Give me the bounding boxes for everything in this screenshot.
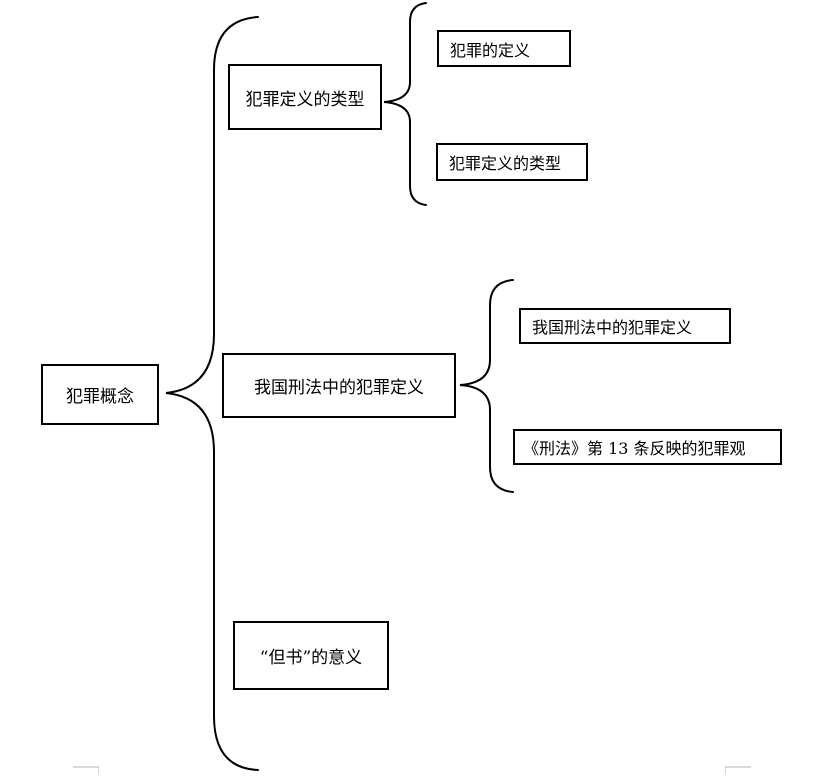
node-article-13-view-label: 《刑法》第 13 条反映的犯罪观 (523, 439, 746, 458)
node-china-criminal-law-definition-label: 我国刑法中的犯罪定义 (254, 378, 424, 398)
node-article-13-view: 《刑法》第 13 条反映的犯罪观 (513, 429, 782, 465)
node-definition-types: 犯罪定义的类型 (228, 64, 382, 130)
root-node: 犯罪概念 (41, 364, 159, 425)
node-definition-types-label: 犯罪定义的类型 (245, 89, 365, 110)
node-definition-types-child-label: 犯罪定义的类型 (449, 154, 562, 173)
margin-corner-mark-right (725, 766, 751, 774)
margin-corner-mark-left (73, 766, 99, 774)
node-china-criminal-law-definition: 我国刑法中的犯罪定义 (222, 353, 456, 418)
brace-definition-types (383, 2, 427, 206)
node-china-criminal-law-child: 我国刑法中的犯罪定义 (519, 308, 731, 344)
node-proviso-significance-label: “但书”的意义 (259, 648, 363, 668)
node-definition-types-child: 犯罪定义的类型 (436, 143, 588, 181)
root-node-label: 犯罪概念 (66, 387, 134, 407)
node-china-criminal-law-child-label: 我国刑法中的犯罪定义 (532, 318, 693, 337)
node-proviso-significance: “但书”的意义 (233, 621, 389, 690)
node-crime-definition: 犯罪的定义 (437, 30, 571, 67)
brace-china-criminal-law (459, 279, 514, 493)
root-brace (165, 16, 259, 771)
node-crime-definition-label: 犯罪的定义 (450, 40, 531, 60)
